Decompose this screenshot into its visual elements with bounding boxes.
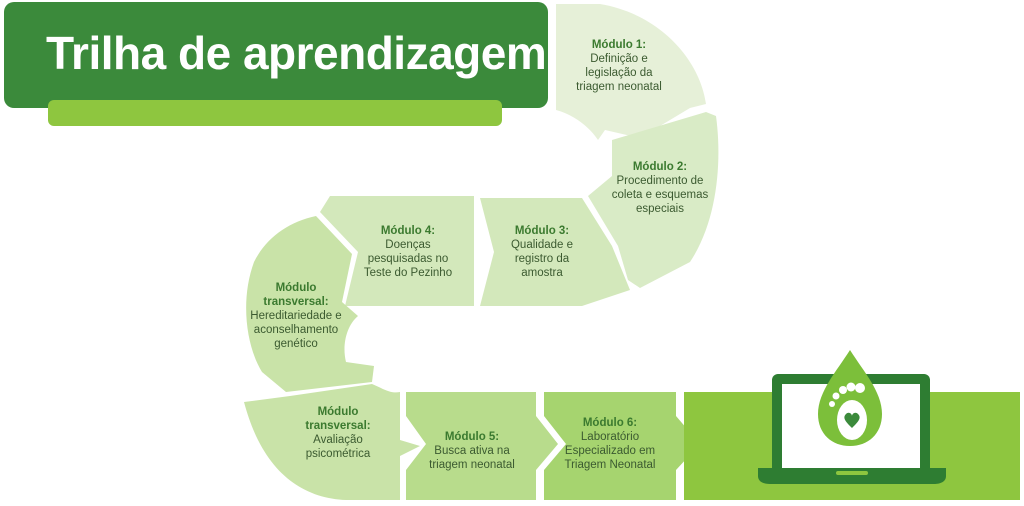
module-transversal-1-line: genético: [274, 338, 318, 350]
module-3-label: Módulo 3: Qualidade e registro da amostr…: [494, 224, 590, 280]
module-transversal-2-title: Módulo: [317, 406, 359, 418]
module-5-line: Busca ativa na: [434, 445, 510, 457]
module-transversal-1-title: transversal:: [263, 296, 329, 308]
module-2-line: coleta e esquemas: [611, 189, 709, 201]
module-1-line: Definição e: [590, 53, 648, 65]
title-accent-bar: [48, 100, 502, 126]
module-transversal-2-title: transversal:: [305, 420, 371, 432]
module-3-line: registro da: [514, 253, 570, 265]
module-transversal-1-label: Módulo transversal: Hereditariedade e ac…: [244, 281, 348, 351]
module-2-label: Módulo 2: Procedimento de coleta e esque…: [604, 160, 716, 216]
module-2-line: especiais: [636, 203, 684, 215]
module-2-shape: [588, 112, 719, 288]
module-6-line: Triagem Neonatal: [564, 459, 656, 471]
module-4-label: Módulo 4: Doenças pesquisadas no Teste d…: [354, 224, 462, 280]
module-3-title: Módulo 3:: [514, 225, 570, 237]
title-box: [4, 2, 548, 108]
module-3-line: amostra: [521, 267, 563, 279]
page-title: Trilha de aprendizagem: [46, 27, 547, 79]
module-1-line: triagem neonatal: [576, 81, 662, 93]
module-3-shape: [480, 198, 630, 306]
module-1-label: Módulo 1: Definição e legislação da tria…: [566, 38, 672, 94]
module-6-line: Especializado em: [564, 445, 656, 457]
laptop-footprint-heart-icon: [758, 350, 946, 484]
module-2-title: Módulo 2:: [632, 161, 688, 173]
module-4-title: Módulo 4:: [380, 225, 436, 237]
module-2-line: Procedimento de: [616, 175, 704, 187]
module-transversal-1-title: Módulo: [275, 282, 317, 294]
module-3-line: Qualidade e: [510, 239, 574, 251]
module-5-label: Módulo 5: Busca ativa na triagem neonata…: [420, 430, 524, 472]
module-4-line: pesquisadas no: [367, 253, 449, 265]
module-6-label: Módulo 6: Laboratório Especializado em T…: [558, 416, 662, 472]
module-1-shape: [556, 4, 706, 140]
module-4-line: Teste do Pezinho: [363, 267, 453, 279]
module-5-line: triagem neonatal: [429, 459, 515, 471]
module-5-shape: [406, 392, 558, 500]
module-6-shape: [544, 392, 700, 500]
module-transversal-1-line: aconselhamento: [253, 324, 339, 336]
module-transversal-1-shape: [246, 216, 374, 392]
module-transversal-1-line: Hereditariedade e: [250, 310, 342, 322]
module-1-line: legislação da: [585, 67, 653, 79]
module-transversal-2-line: psicométrica: [305, 448, 371, 460]
module-transversal-2-shape: [244, 384, 420, 500]
module-1-title: Módulo 1:: [591, 39, 647, 51]
module-6-line: Laboratório: [580, 431, 640, 443]
module-transversal-2-line: Avaliação: [313, 434, 363, 446]
module-5-title: Módulo 5:: [444, 431, 500, 443]
module-4-line: Doenças: [385, 239, 431, 251]
module-6-title: Módulo 6:: [582, 417, 638, 429]
module-transversal-2-label: Módulo transversal: Avaliação psicométri…: [286, 405, 390, 461]
module-4-shape: [320, 196, 474, 306]
